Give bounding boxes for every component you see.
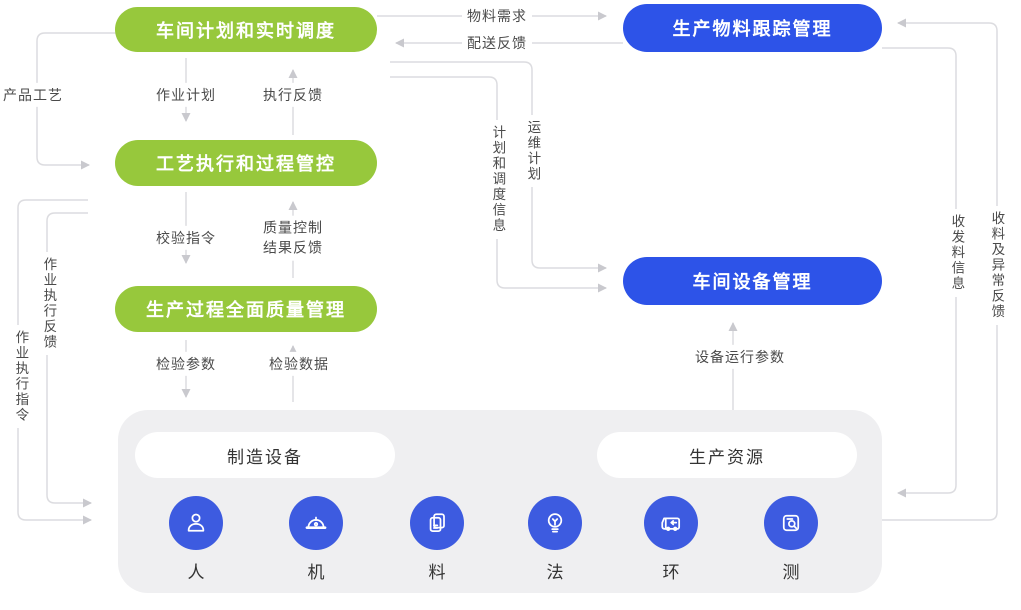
- label-plan-schedule-info: 计划和调度信息: [488, 120, 506, 239]
- label-material-demand: 物料需求: [462, 3, 532, 29]
- wire-receive-exception: [882, 18, 998, 521]
- label-job-plan: 作业计划: [151, 82, 221, 108]
- helmet-icon: [289, 496, 343, 550]
- bulb-icon: [528, 496, 582, 550]
- label-material-io-info: 收发料信息: [947, 209, 965, 297]
- element-method: 法: [528, 496, 582, 583]
- element-environment: 环: [644, 496, 698, 583]
- element-label: 人: [187, 563, 205, 582]
- label-job-exec-command: 作业执行指令: [11, 325, 29, 428]
- label-quality-control-feedback-line1: 质量控制: [263, 219, 323, 236]
- element-label: 机: [307, 563, 325, 582]
- label-check-command: 校验指令: [151, 225, 221, 251]
- element-label: 料: [428, 563, 446, 582]
- node-equipment-management: 车间设备管理: [623, 257, 882, 305]
- node-process-execution: 工艺执行和过程管控: [115, 140, 377, 186]
- truck-icon: [644, 496, 698, 550]
- wire-material-io: [882, 47, 957, 498]
- label-quality-control-feedback: 质量控制 结果反馈: [258, 215, 328, 261]
- label-job-exec-feedback: 作业执行反馈: [39, 252, 57, 355]
- label-execution-feedback: 执行反馈: [258, 82, 328, 108]
- element-measurement: 测: [764, 496, 818, 583]
- doc-search-icon: [764, 496, 818, 550]
- element-machine: 机: [289, 496, 343, 583]
- label-quality-control-feedback-line2: 结果反馈: [263, 240, 323, 256]
- node-workshop-planning: 车间计划和实时调度: [115, 7, 377, 52]
- label-receive-exception-feedback: 收料及异常反馈: [987, 206, 1005, 325]
- element-material: 料: [410, 496, 464, 583]
- node-material-tracking: 生产物料跟踪管理: [623, 4, 882, 52]
- wire-job-exec-command: [17, 199, 92, 525]
- label-inspection-data: 检验数据: [264, 351, 334, 377]
- element-label: 测: [782, 563, 800, 582]
- element-label: 法: [546, 563, 564, 582]
- label-inspection-params: 检验参数: [151, 351, 221, 377]
- element-person: 人: [169, 496, 223, 583]
- label-device-run-params: 设备运行参数: [690, 344, 790, 370]
- label-delivery-feedback: 配送反馈: [462, 30, 532, 56]
- person-icon: [169, 496, 223, 550]
- manufacturing-equipment-pill: 制造设备: [135, 432, 395, 478]
- label-ops-plan: 运维计划: [523, 115, 541, 187]
- node-quality-management: 生产过程全面质量管理: [115, 286, 377, 332]
- element-label: 环: [662, 563, 680, 582]
- production-resources-pill: 生产资源: [597, 432, 857, 478]
- documents-icon: [410, 496, 464, 550]
- label-product-process: 产品工艺: [0, 82, 68, 108]
- wire-job-exec-feedback: [46, 212, 92, 508]
